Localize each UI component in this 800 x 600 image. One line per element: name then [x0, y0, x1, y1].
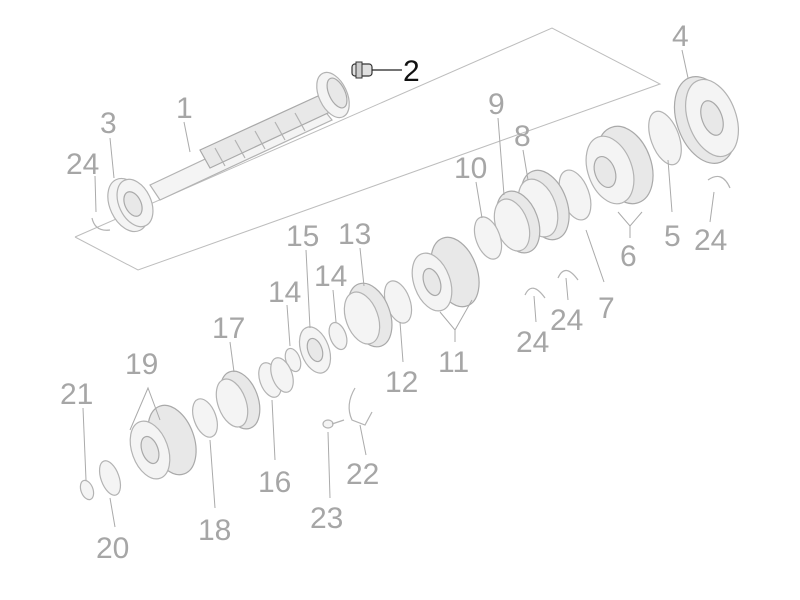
callout-5: 5 — [664, 220, 681, 253]
callout-14a: 14 — [314, 260, 347, 293]
callout-labels: 1 2 3 4 5 6 7 8 9 10 11 12 13 14 14 15 1… — [60, 20, 727, 565]
callout-13: 13 — [338, 218, 371, 251]
part-circlip-mid-b[interactable] — [557, 269, 579, 281]
callout-10: 10 — [454, 152, 487, 185]
callout-3: 3 — [100, 107, 117, 140]
part-plug[interactable] — [351, 61, 373, 79]
part-synchro-hub-19[interactable] — [123, 399, 205, 485]
callout-24c: 24 — [516, 326, 549, 359]
callout-9: 9 — [488, 88, 505, 121]
part-synchro-hub-6[interactable] — [577, 119, 663, 212]
part-gear-9[interactable] — [488, 185, 548, 259]
part-circlip-left[interactable] — [91, 217, 111, 231]
callout-2: 2 — [403, 55, 420, 88]
part-bearing-3[interactable] — [100, 172, 160, 238]
part-screw-23[interactable] — [322, 419, 345, 429]
part-nut-21[interactable] — [78, 479, 96, 502]
callout-22: 22 — [346, 458, 379, 491]
part-lock-plate-20[interactable] — [95, 458, 124, 498]
callout-23: 23 — [310, 502, 343, 535]
part-ring-10[interactable] — [469, 213, 507, 263]
part-needle-bearing-16[interactable] — [254, 355, 297, 401]
part-bearing-15[interactable] — [294, 323, 337, 378]
callout-16: 16 — [258, 466, 291, 499]
part-bracket-22[interactable] — [348, 387, 373, 426]
part-gear-13[interactable] — [338, 277, 400, 353]
callout-1: 1 — [176, 92, 193, 125]
callout-18: 18 — [198, 514, 231, 547]
callout-11: 11 — [438, 346, 469, 379]
callout-17: 17 — [212, 312, 245, 345]
leader-lines — [82, 49, 715, 528]
part-washer-14a[interactable] — [326, 320, 351, 352]
part-ring-18[interactable] — [188, 395, 222, 440]
callout-8: 8 — [514, 120, 531, 153]
callout-21: 21 — [60, 378, 93, 411]
callout-24d: 24 — [550, 304, 583, 337]
callout-6: 6 — [620, 240, 637, 273]
callout-4: 4 — [672, 20, 689, 53]
callout-20: 20 — [96, 532, 129, 565]
part-synchro-hub-11[interactable] — [405, 231, 488, 317]
callout-12: 12 — [385, 366, 418, 399]
callout-24b: 24 — [694, 224, 727, 257]
callout-7: 7 — [598, 292, 615, 325]
part-main-shaft[interactable] — [149, 67, 356, 201]
part-gear-4[interactable] — [663, 68, 748, 172]
callout-19: 19 — [125, 348, 158, 381]
part-circlip-right[interactable] — [707, 175, 731, 189]
part-circlip-mid-a[interactable] — [524, 287, 546, 299]
part-ring-5[interactable] — [642, 107, 687, 169]
part-gear-17[interactable] — [210, 366, 267, 435]
callout-15: 15 — [286, 220, 319, 253]
assembly-frame — [74, 27, 662, 271]
callout-14b: 14 — [268, 276, 301, 309]
callout-24a: 24 — [66, 148, 99, 181]
